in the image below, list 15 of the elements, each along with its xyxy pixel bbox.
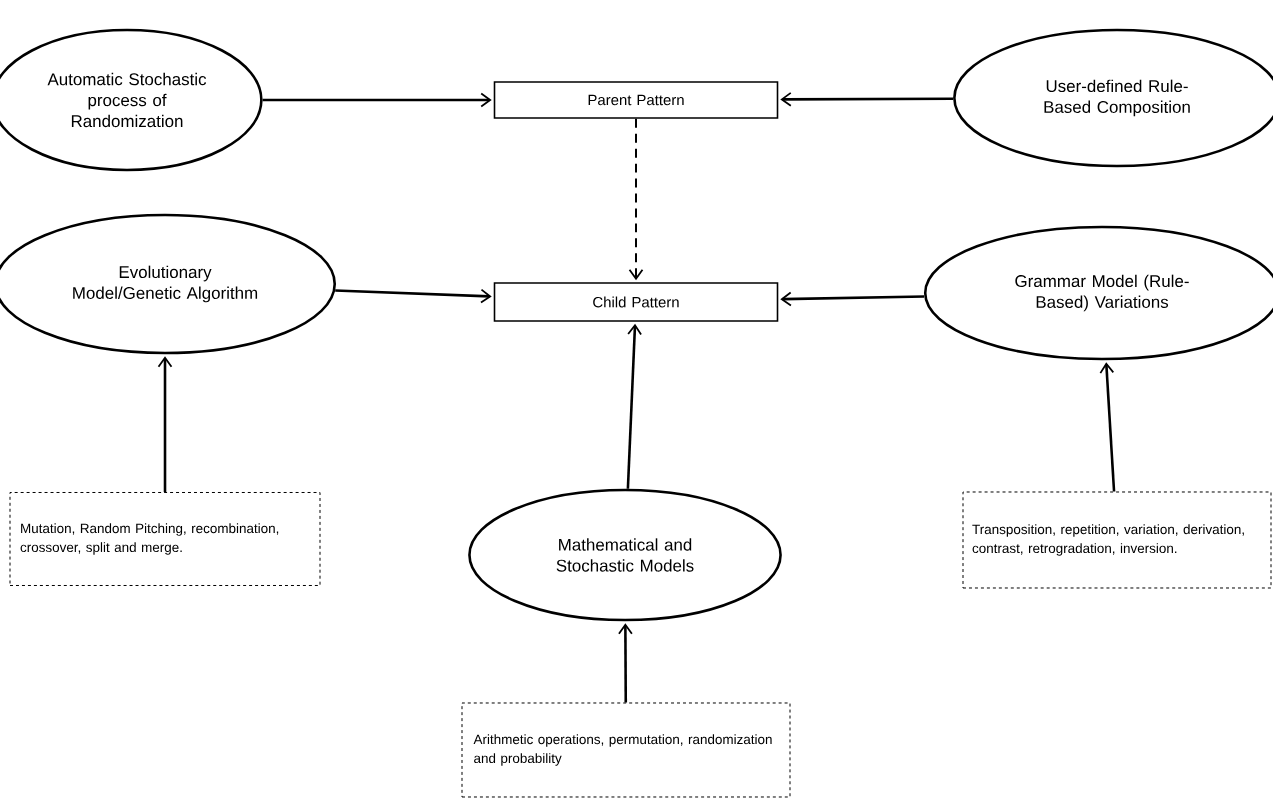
arrow: [1099, 362, 1116, 492]
arrow: [618, 623, 633, 703]
process-box: Child Pattern: [493, 282, 779, 322]
arrow: [780, 291, 925, 307]
note-box: Mutation, Random Pitching, recombination, crossover, split and merge.: [9, 492, 321, 586]
process-box: Parent Pattern: [493, 81, 779, 119]
note-box: Transposition, repetition, variation, derivation, contrast, retrogradation, inversion.: [962, 491, 1272, 589]
arrow: [157, 356, 173, 492]
arrow: [780, 92, 954, 107]
oval: Mathematical and Stochastic Models: [468, 488, 782, 622]
arrow: [335, 288, 492, 304]
arrow: [626, 323, 642, 489]
arrow: [262, 92, 492, 108]
arrow: [628, 117, 644, 281]
note-box: Arithmetic operations, permutation, randomization and probability: [461, 702, 791, 798]
